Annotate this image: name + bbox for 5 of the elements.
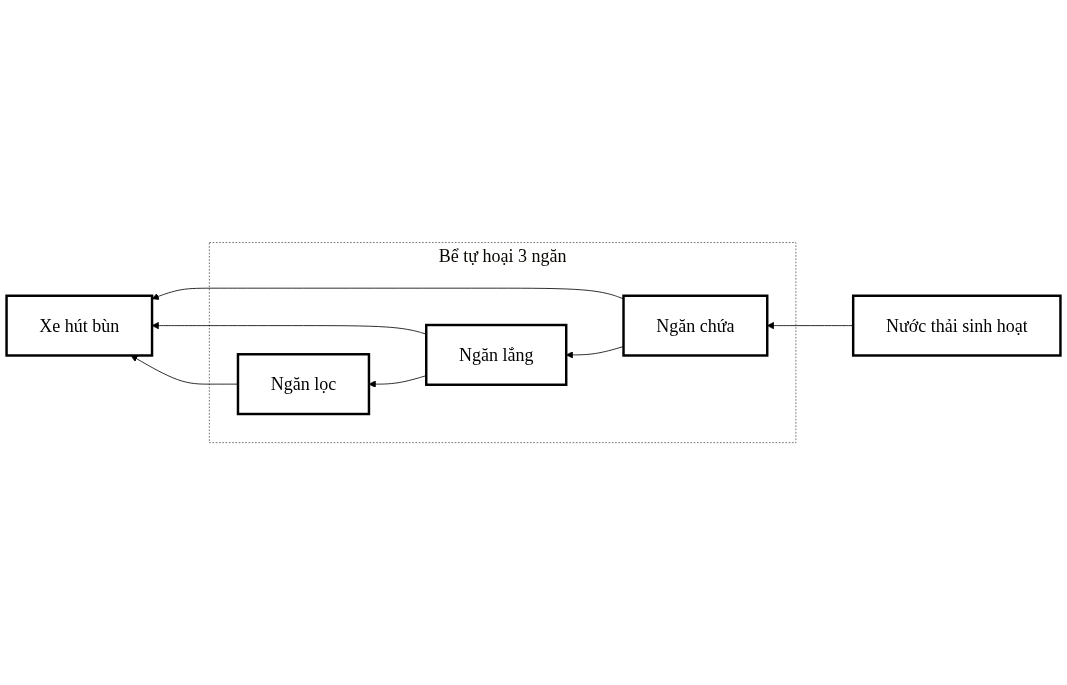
node-box: Ngăn lắng xyxy=(425,323,568,386)
node-box: Ngăn lọc xyxy=(236,352,371,416)
node-box: Nước thải sinh hoạt xyxy=(851,294,1062,357)
node-box: Xe hút bùn xyxy=(5,294,154,357)
node-box: Ngăn chứa xyxy=(622,294,769,357)
